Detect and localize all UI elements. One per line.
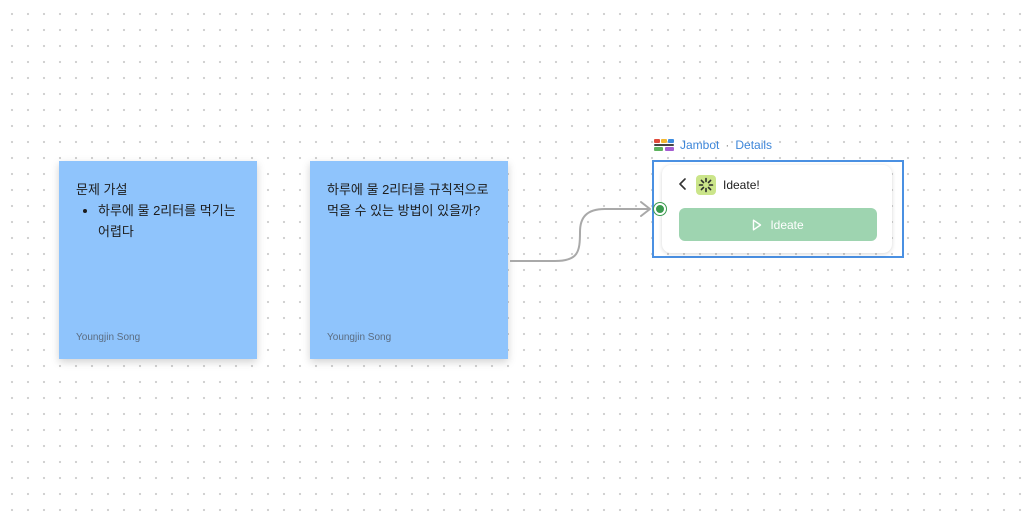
sticky-note-author: Youngjin Song xyxy=(327,332,392,343)
sticky-note-question[interactable]: 하루에 물 2리터를 규칙적으로 먹을 수 있는 방법이 있을까? Youngj… xyxy=(310,161,508,359)
connector-line xyxy=(510,208,649,262)
sticky-note-bullet: 하루에 물 2리터를 먹기는 어렵다 xyxy=(98,200,241,242)
details-link[interactable]: Details xyxy=(735,138,773,152)
ideate-button-label: Ideate xyxy=(770,217,804,232)
sticky-note-hypothesis[interactable]: 문제 가설 하루에 물 2리터를 먹기는 어렵다 Youngjin Song xyxy=(59,161,257,359)
arrow-head-icon xyxy=(640,201,651,217)
sparkle-loader-icon xyxy=(696,175,716,195)
connection-port[interactable] xyxy=(654,203,666,215)
sticky-note-author: Youngjin Song xyxy=(76,332,141,343)
chevron-left-icon[interactable] xyxy=(678,177,688,193)
ideate-button[interactable]: Ideate xyxy=(679,208,877,241)
jambot-logo-icon xyxy=(654,139,674,151)
sticky-note-text: 하루에 물 2리터를 규칙적으로 먹을 수 있는 방법이 있을까? xyxy=(327,182,489,218)
sticky-note-bullet-list: 하루에 물 2리터를 먹기는 어렵다 xyxy=(76,200,241,242)
header-separator: · xyxy=(725,138,730,152)
jambot-widget-card[interactable]: Ideate! Ideate xyxy=(662,165,892,253)
widget-title: Ideate! xyxy=(723,178,760,192)
widget-header: Jambot · Details xyxy=(654,138,772,152)
app-name-link[interactable]: Jambot xyxy=(680,138,720,152)
play-icon xyxy=(753,219,762,230)
selection-frame xyxy=(652,160,904,258)
sticky-note-heading: 문제 가설 xyxy=(76,182,128,197)
